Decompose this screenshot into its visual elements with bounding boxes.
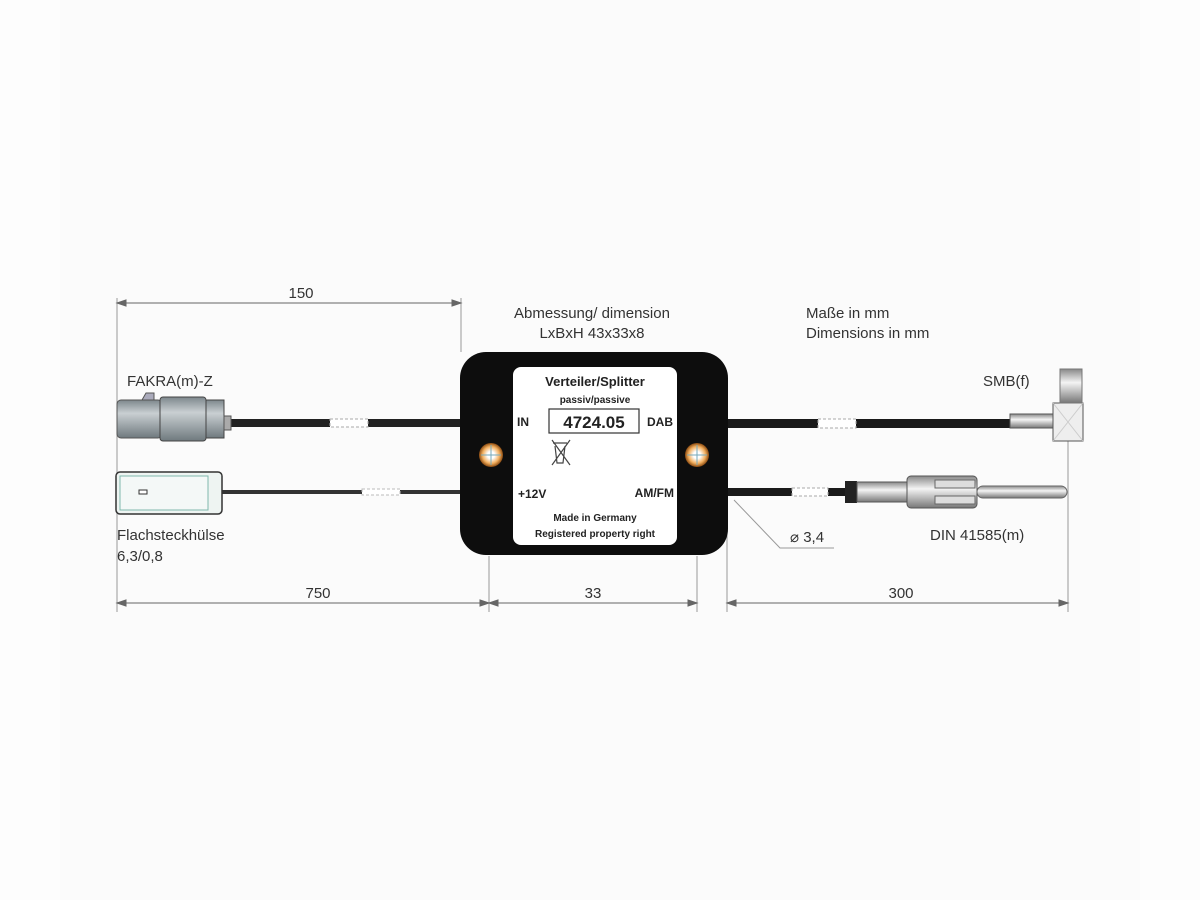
- splitter-title: Verteiler/Splitter: [545, 374, 645, 389]
- port-amfm-label: AM/FM: [635, 486, 674, 500]
- part-number: 4724.05: [563, 413, 624, 432]
- size-value: LxBxH 43x33x8: [539, 325, 644, 342]
- smb-label: SMB(f): [983, 373, 1030, 390]
- dimension-lines: [115, 299, 1070, 607]
- size-label: Abmessung/ dimension: [514, 305, 670, 322]
- splitter-subtitle: passiv/passive: [560, 395, 631, 406]
- fakra-label: FAKRA(m)-Z: [127, 373, 213, 390]
- flat-connector-label: Flachsteckhülse: [117, 527, 225, 544]
- smb-connector-icon: [1009, 368, 1084, 442]
- weee-bin-icon: [551, 439, 571, 466]
- dim-33: 33: [585, 585, 602, 602]
- dim-150: 150: [288, 285, 313, 302]
- diameter-label: ⌀ 3,4: [790, 529, 824, 546]
- fakra-connector-icon: [116, 392, 232, 442]
- units-label-en: Dimensions in mm: [806, 325, 929, 342]
- flat-connector-icon: [115, 471, 223, 515]
- dim-750: 750: [305, 585, 330, 602]
- registered-label: Registered property right: [535, 529, 656, 540]
- din-connector-icon: [845, 475, 1068, 509]
- port-power-label: +12V: [518, 487, 546, 501]
- diameter-leader: [733, 499, 834, 549]
- port-in-label: IN: [517, 415, 529, 429]
- din-label: DIN 41585(m): [930, 527, 1024, 544]
- units-label-de: Maße in mm: [806, 305, 889, 322]
- splitter-body: [460, 352, 728, 555]
- dim-300: 300: [888, 585, 913, 602]
- made-in-label: Made in Germany: [553, 513, 637, 524]
- flat-connector-size: 6,3/0,8: [117, 548, 163, 565]
- extension-lines: [116, 298, 1069, 612]
- cables: [222, 418, 1010, 497]
- port-dab-label: DAB: [647, 415, 673, 429]
